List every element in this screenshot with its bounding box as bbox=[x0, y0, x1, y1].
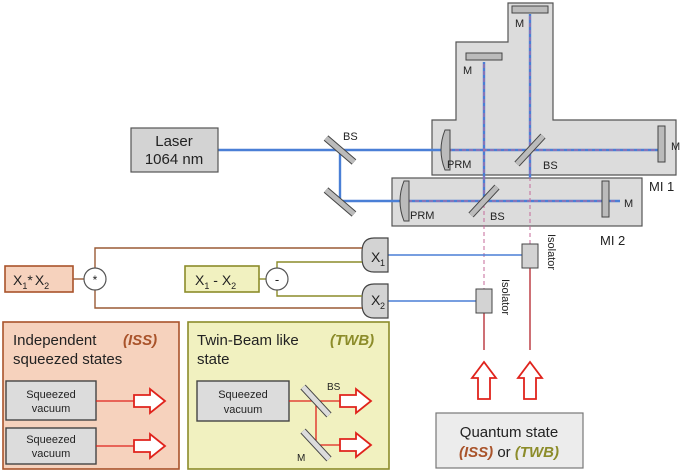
mirror-m-top: M bbox=[511, 5, 549, 30]
svg-text:X: X bbox=[371, 292, 381, 308]
svg-text:M: M bbox=[671, 141, 680, 153]
svg-text:M: M bbox=[297, 453, 305, 464]
svg-text:X1 - X2: X1 - X2 bbox=[195, 272, 236, 291]
svg-text:*: * bbox=[93, 273, 98, 287]
product-box: X1*X2 bbox=[4, 265, 74, 293]
iss-title: Independent bbox=[13, 332, 97, 349]
prm-mi1: PRM bbox=[440, 129, 471, 171]
mirror-m-second: M bbox=[463, 52, 503, 77]
iss-tag: (ISS) bbox=[123, 332, 157, 349]
twb-mirror: M bbox=[297, 428, 332, 464]
svg-text:vacuum: vacuum bbox=[32, 403, 71, 415]
laser-label: Laser bbox=[155, 133, 193, 150]
iss-subtitle: squeezed states bbox=[13, 351, 122, 368]
quantum-state-twb: (TWB) bbox=[515, 444, 559, 461]
svg-text:Squeezed: Squeezed bbox=[218, 389, 268, 401]
wires-brown bbox=[73, 247, 362, 309]
twb-arrow-1 bbox=[339, 387, 373, 415]
detector-x1: X 1 bbox=[361, 237, 389, 273]
wires-olive bbox=[259, 261, 362, 297]
input-arrow-left bbox=[470, 360, 498, 400]
svg-text:PRM: PRM bbox=[447, 159, 471, 171]
svg-text:X1*X2: X1*X2 bbox=[13, 272, 49, 291]
mi2-label: MI 2 bbox=[600, 233, 625, 248]
svg-text:1: 1 bbox=[380, 258, 385, 268]
svg-text:BS: BS bbox=[343, 131, 358, 143]
twb-arrow-2 bbox=[339, 431, 373, 459]
bs-mi1: BS bbox=[514, 133, 558, 172]
svg-text:(ISS) or (TWB): (ISS) or (TWB) bbox=[459, 444, 559, 461]
detector-x2: X 2 bbox=[361, 283, 389, 319]
twb-beamsplitter: BS bbox=[300, 382, 341, 418]
svg-text:BS: BS bbox=[327, 382, 341, 393]
iss-source-1: Squeezed vacuum bbox=[5, 380, 97, 421]
twb-title: Twin-Beam like bbox=[197, 332, 299, 349]
laser-wavelength: 1064 nm bbox=[145, 151, 203, 168]
mi1-housing bbox=[431, 2, 677, 176]
svg-text:Squeezed: Squeezed bbox=[26, 434, 76, 446]
svg-text:BS: BS bbox=[490, 211, 505, 223]
laser-box: Laser 1064 nm bbox=[130, 127, 219, 173]
svg-text:PRM: PRM bbox=[410, 210, 434, 222]
mi1-label: MI 1 bbox=[649, 179, 674, 194]
svg-text:M: M bbox=[515, 18, 524, 30]
twb-panel: Twin-Beam like (TWB) state Squeezed vacu… bbox=[187, 321, 390, 470]
svg-text:Isolator: Isolator bbox=[499, 279, 511, 315]
mirror-m-right-mi2: M bbox=[601, 180, 633, 218]
beam-dashes bbox=[408, 16, 656, 300]
output-beams bbox=[388, 254, 530, 302]
svg-text:Squeezed: Squeezed bbox=[26, 389, 76, 401]
bs-mi2: BS bbox=[468, 184, 505, 223]
difference-box: X1 - X2 bbox=[184, 265, 260, 293]
difference-operator: - bbox=[265, 267, 289, 291]
svg-text:vacuum: vacuum bbox=[224, 404, 263, 416]
product-operator: * bbox=[83, 267, 107, 291]
iss-arrow-1 bbox=[133, 387, 167, 415]
isolator-1: Isolator bbox=[521, 234, 557, 270]
quantum-state-box: Quantum state (ISS) or (TWB) bbox=[435, 412, 584, 469]
twb-source: Squeezed vacuum bbox=[196, 380, 290, 422]
svg-text:vacuum: vacuum bbox=[32, 448, 71, 460]
iss-source-2: Squeezed vacuum bbox=[5, 427, 97, 465]
iss-panel: Independent (ISS) squeezed states Squeez… bbox=[2, 321, 180, 470]
svg-text:M: M bbox=[463, 65, 472, 77]
quantum-state-iss: (ISS) bbox=[459, 444, 493, 461]
bs-input: BS bbox=[323, 131, 358, 165]
input-arrow-right bbox=[516, 360, 544, 400]
twb-subtitle: state bbox=[197, 351, 230, 368]
red-beams bbox=[483, 264, 531, 350]
twb-tag: (TWB) bbox=[330, 332, 374, 349]
quantum-state-title: Quantum state bbox=[460, 424, 558, 441]
svg-text:-: - bbox=[275, 272, 279, 287]
svg-text:BS: BS bbox=[543, 160, 558, 172]
steering-mirror bbox=[323, 187, 357, 217]
mirror-m-right-mi1: M bbox=[657, 125, 680, 163]
svg-text:M: M bbox=[624, 198, 633, 210]
svg-text:Isolator: Isolator bbox=[545, 234, 557, 270]
iss-arrow-2 bbox=[133, 432, 167, 460]
isolator-2: Isolator bbox=[475, 279, 511, 315]
prm-mi2: PRM bbox=[399, 180, 434, 222]
svg-text:2: 2 bbox=[380, 301, 385, 311]
svg-text:X: X bbox=[371, 249, 381, 265]
